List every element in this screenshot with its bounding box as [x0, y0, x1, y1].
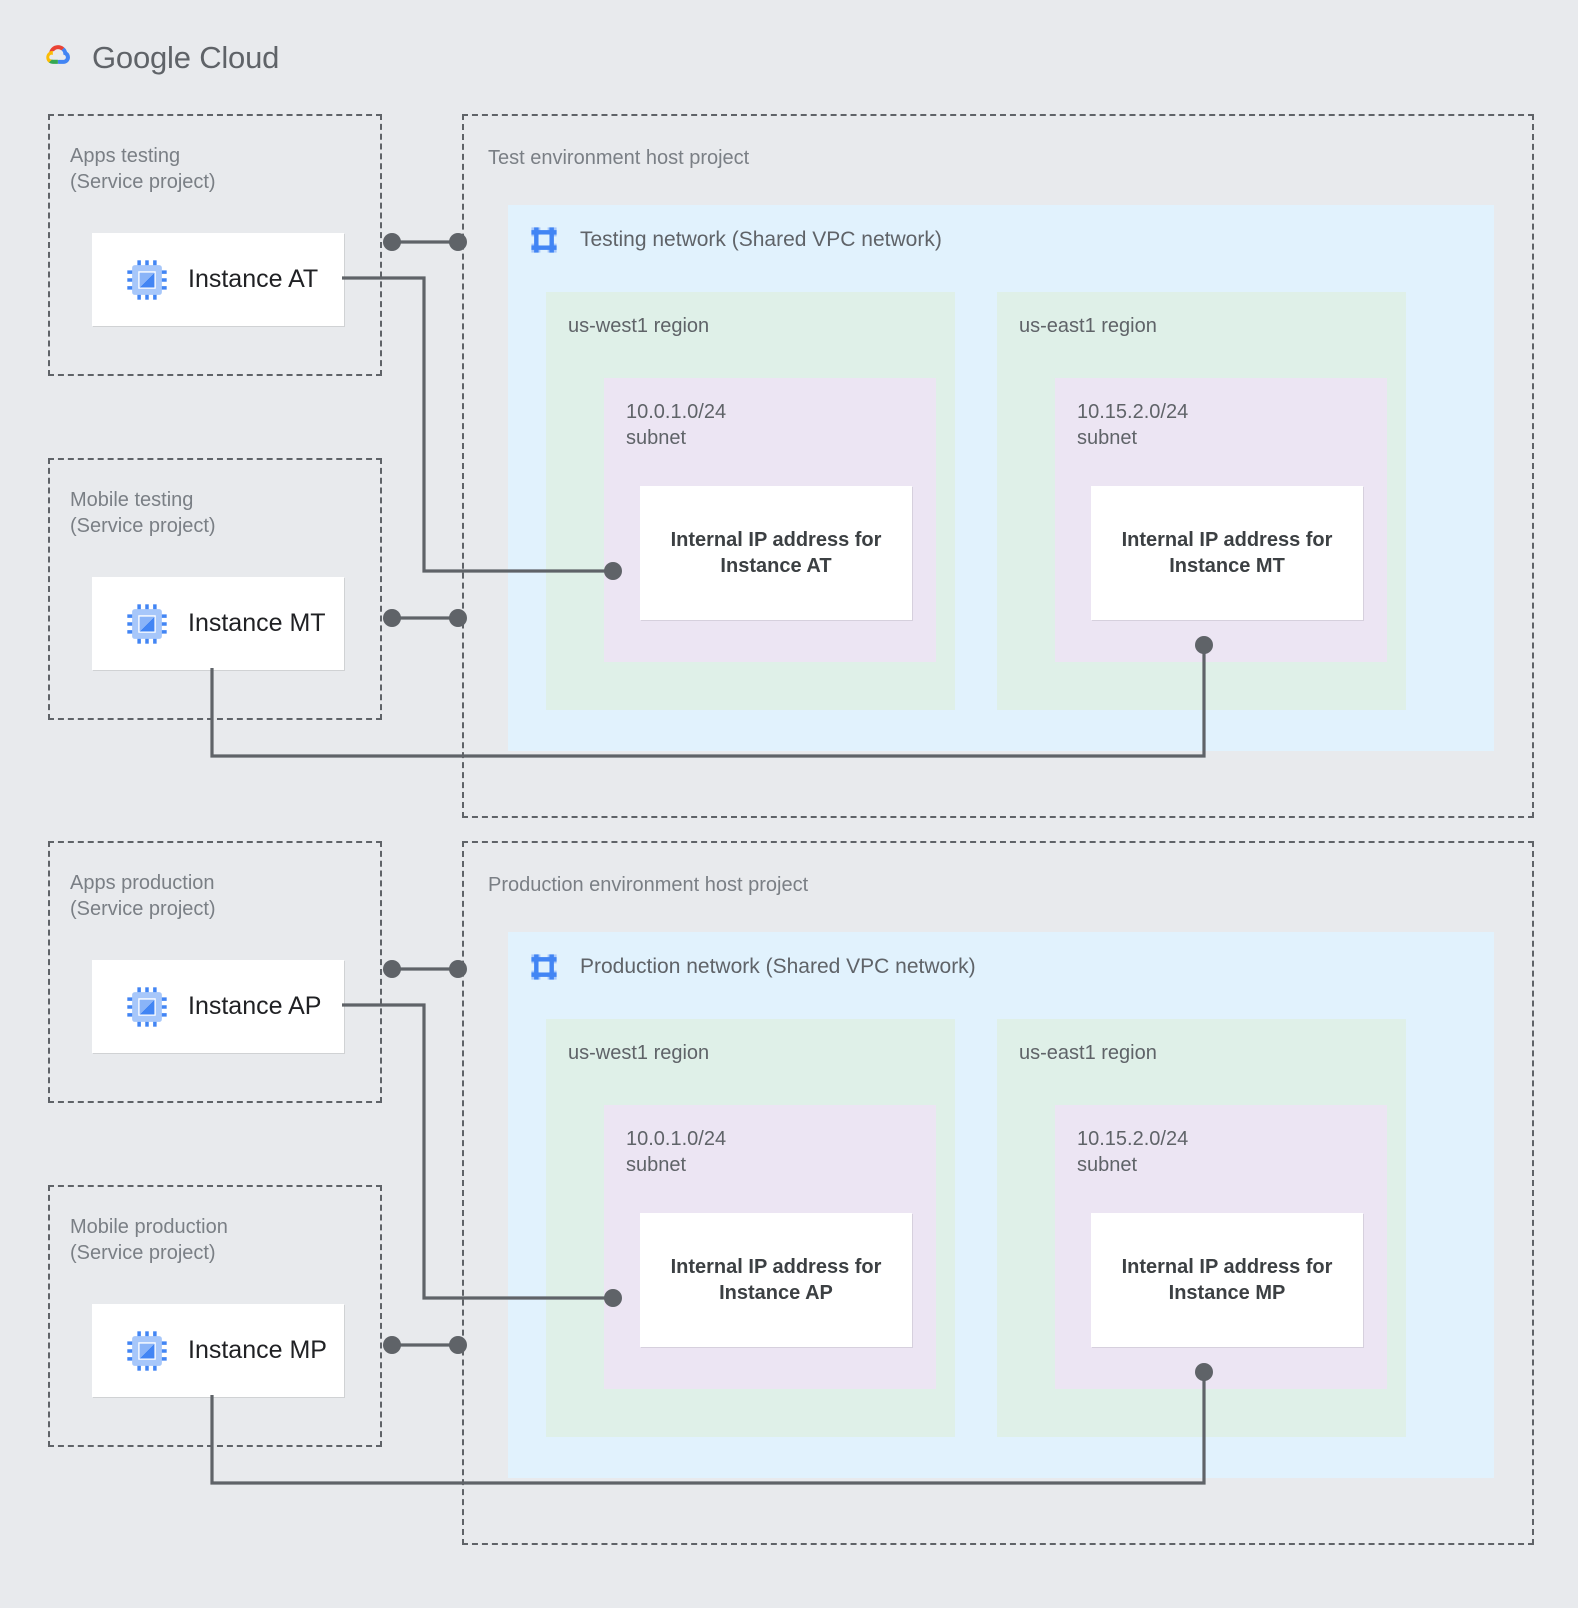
- host-project-title: Production environment host project: [488, 874, 809, 896]
- instance-label: Instance MP: [188, 1336, 327, 1364]
- region-label: us-west1 region: [568, 1042, 710, 1064]
- brand-google: Google: [92, 40, 191, 75]
- google-cloud-logo-icon: [46, 45, 70, 64]
- ip-address-box-instance-mt: Internal IP address for Instance MT: [1091, 486, 1363, 620]
- instance-card-mp[interactable]: Instance MP: [92, 1304, 344, 1397]
- service-project-mobile-production: Mobile production (Service project) Inst…: [48, 1185, 382, 1447]
- ip-address-box-instance-mp: Internal IP address for Instance MP: [1091, 1213, 1363, 1347]
- host-project-production-environment: Production environment host project Prod…: [462, 841, 1534, 1545]
- ip-address-box-instance-ap: Internal IP address for Instance AP: [640, 1213, 912, 1347]
- region-us-west1-testing: us-west1 region 10.0.1.0/24 subnet Inter…: [546, 292, 955, 710]
- subnet-10-15-2-0-24-testing: 10.15.2.0/24 subnet Internal IP address …: [1055, 378, 1387, 662]
- instance-card-ap[interactable]: Instance AP: [92, 960, 344, 1053]
- google-cloud-logo: Google Cloud: [34, 36, 279, 80]
- instance-label: Instance AP: [188, 992, 322, 1020]
- service-project-title: Mobile production (Service project): [70, 1216, 228, 1264]
- service-project-title: Apps production (Service project): [70, 872, 216, 920]
- host-project-title: Test environment host project: [488, 147, 750, 169]
- ip-address-box-instance-at: Internal IP address for Instance AT: [640, 486, 912, 620]
- subnet-10-15-2-0-24-production: 10.15.2.0/24 subnet Internal IP address …: [1055, 1105, 1387, 1389]
- instance-label: Instance MT: [188, 609, 326, 637]
- subnet-cidr-label: 10.0.1.0/24 subnet: [626, 401, 727, 449]
- vpc-network-header: Testing network (Shared VPC network): [526, 222, 942, 258]
- subnet-cidr-label: 10.15.2.0/24 subnet: [1077, 1128, 1189, 1176]
- region-label: us-east1 region: [1019, 315, 1157, 337]
- service-project-mobile-testing: Mobile testing (Service project) Instanc…: [48, 458, 382, 720]
- region-us-west1-production: us-west1 region 10.0.1.0/24 subnet Inter…: [546, 1019, 955, 1437]
- chip-icon: [127, 259, 167, 300]
- instance-card-at[interactable]: Instance AT: [92, 233, 344, 326]
- chip-icon: [127, 603, 167, 644]
- connector-apps-production-link: [383, 960, 467, 978]
- chip-icon: [127, 986, 167, 1027]
- connector-mobile-production-link: [383, 1336, 467, 1354]
- brand-cloud: Cloud: [199, 40, 280, 75]
- region-us-east1-production: us-east1 region 10.15.2.0/24 subnet Inte…: [997, 1019, 1406, 1437]
- ip-address-label: Internal IP address for Instance MT: [1121, 528, 1333, 577]
- subnet-cidr-label: 10.15.2.0/24 subnet: [1077, 401, 1189, 449]
- service-project-title: Apps testing (Service project): [70, 145, 216, 193]
- vpc-network-header: Production network (Shared VPC network): [526, 949, 976, 985]
- subnet-10-0-1-0-24-production: 10.0.1.0/24 subnet Internal IP address f…: [604, 1105, 936, 1389]
- service-project-apps-testing: Apps testing (Service project) Instance …: [48, 114, 382, 376]
- shared-vpc-network-production: Production network (Shared VPC network) …: [508, 932, 1494, 1478]
- chip-icon: [127, 1330, 167, 1371]
- vpc-network-title: Testing network (Shared VPC network): [580, 228, 942, 251]
- brand-name: Google Cloud: [92, 40, 279, 76]
- region-label: us-west1 region: [568, 315, 710, 337]
- connector-apps-testing-link: [383, 233, 467, 251]
- ip-address-label: Internal IP address for Instance AT: [670, 528, 882, 577]
- connector-mobile-testing-link: [383, 609, 467, 627]
- host-project-test-environment: Test environment host project Testing ne…: [462, 114, 1534, 818]
- region-us-east1-testing: us-east1 region 10.15.2.0/24 subnet Inte…: [997, 292, 1406, 710]
- shared-vpc-network-testing: Testing network (Shared VPC network) us-…: [508, 205, 1494, 751]
- vpc-network-icon: [531, 954, 557, 980]
- subnet-10-0-1-0-24-testing: 10.0.1.0/24 subnet Internal IP address f…: [604, 378, 936, 662]
- service-project-apps-production: Apps production (Service project) Instan…: [48, 841, 382, 1103]
- vpc-network-title: Production network (Shared VPC network): [580, 955, 976, 978]
- subnet-cidr-label: 10.0.1.0/24 subnet: [626, 1128, 727, 1176]
- service-project-title: Mobile testing (Service project): [70, 489, 216, 537]
- ip-address-label: Internal IP address for Instance AP: [670, 1255, 882, 1304]
- vpc-network-icon: [531, 227, 557, 253]
- ip-address-label: Internal IP address for Instance MP: [1121, 1255, 1333, 1304]
- region-label: us-east1 region: [1019, 1042, 1157, 1064]
- instance-card-mt[interactable]: Instance MT: [92, 577, 344, 670]
- instance-label: Instance AT: [188, 265, 319, 293]
